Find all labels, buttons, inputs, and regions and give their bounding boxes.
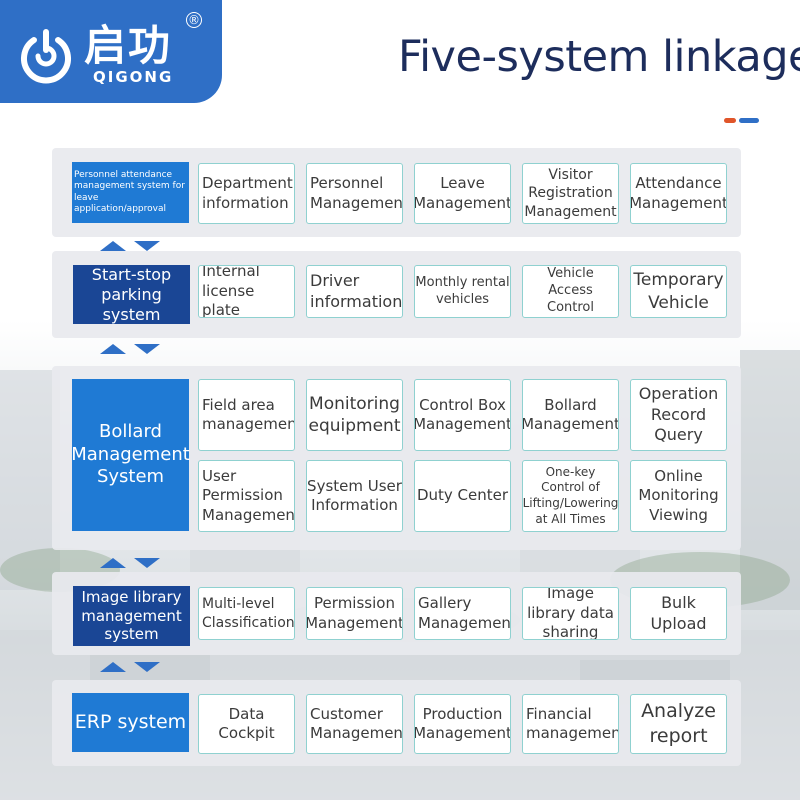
module-temporary-vehicle: Temporary Vehicle: [630, 265, 727, 318]
module-customer-management: Customer Management: [306, 694, 403, 754]
module-department-information: Department information: [198, 163, 295, 224]
module-attendance-management: Attendance Management: [630, 163, 727, 224]
module-analyze-report: Analyze report: [630, 694, 727, 754]
up-arrow-icon: [100, 558, 126, 568]
system-label-bollard: Bollard Management System: [71, 379, 190, 531]
system-label-attendance: Personnel attendance management system f…: [72, 162, 189, 223]
power-logo-icon: [21, 29, 71, 84]
link-arrows-2: [100, 344, 160, 354]
down-arrow-icon: [134, 241, 160, 251]
up-arrow-icon: [100, 344, 126, 354]
module-vehicle-access-control: Vehicle Access Control: [522, 265, 619, 318]
system-label-image-library: Image library management system: [73, 586, 190, 646]
module-online-monitoring-viewing: Online Monitoring Viewing: [630, 460, 727, 532]
page-title: Five-system linkage: [398, 32, 800, 82]
module-production-management: Production Management: [414, 694, 511, 754]
module-bollard-management: Bollard Management: [522, 379, 619, 451]
module-field-area-management: Field area management: [198, 379, 295, 451]
title-accent-blue: [739, 118, 759, 123]
up-arrow-icon: [100, 241, 126, 251]
module-system-user-information: System User Information: [306, 460, 403, 532]
module-control-box-management: Control Box Management: [414, 379, 511, 451]
title-accent-orange: [724, 118, 736, 123]
module-gallery-management: Gallery Management: [414, 587, 511, 640]
module-multi-level-classification: Multi-level Classification: [198, 587, 295, 640]
down-arrow-icon: [134, 662, 160, 672]
link-arrows-3: [100, 558, 160, 568]
module-driver-information: Driver information: [306, 265, 403, 318]
link-arrows-4: [100, 662, 160, 672]
registered-mark: ®: [186, 12, 202, 28]
module-operation-record-query: Operation Record Query: [630, 379, 727, 451]
module-visitor-registration-management: Visitor Registration Management: [522, 163, 619, 224]
module-leave-management: Leave Management: [414, 163, 511, 224]
link-arrows-1: [100, 241, 160, 251]
down-arrow-icon: [134, 344, 160, 354]
module-image-library-data-sharing: Image library data sharing: [522, 587, 619, 640]
module-monthly-rental-vehicles: Monthly rental vehicles: [414, 265, 511, 318]
module-data-cockpit: Data Cockpit: [198, 694, 295, 754]
module-duty-center: Duty Center: [414, 460, 511, 532]
module-bulk-upload: Bulk Upload: [630, 587, 727, 640]
module-permission-management: Permission Management: [306, 587, 403, 640]
up-arrow-icon: [100, 662, 126, 672]
brand-name-cn: 启功: [84, 21, 173, 70]
module-user-permission-management: User Permission Management: [198, 460, 295, 532]
module-one-key-control: One-key Control of Lifting/Lowering at A…: [522, 460, 619, 532]
down-arrow-icon: [134, 558, 160, 568]
module-internal-license-plate: Internal license plate: [198, 265, 295, 318]
module-monitoring-equipment: Monitoring equipment: [306, 379, 403, 451]
brand-logo: 启功 QIGONG ®: [0, 0, 222, 103]
module-personnel-management: Personnel Management: [306, 163, 403, 224]
brand-name-en: QIGONG: [93, 68, 174, 86]
module-financial-management: Financial management: [522, 694, 619, 754]
system-label-parking: Start-stop parking system: [73, 265, 190, 324]
system-label-erp: ERP system: [72, 693, 189, 752]
